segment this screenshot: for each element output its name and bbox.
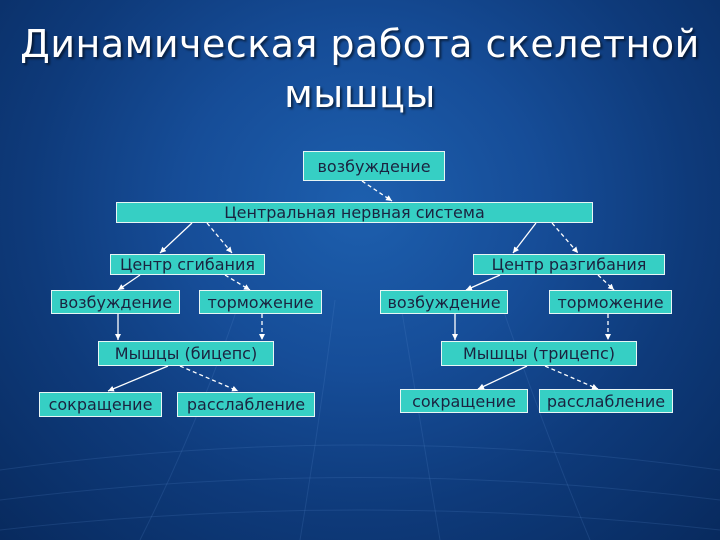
arrow-flexion-to-excitation: [117, 274, 141, 291]
arrow-triceps-to-contraction: [477, 365, 528, 390]
arrow-top-excitation-to-cns: [361, 180, 393, 202]
triceps-box: Мышцы (трицепс): [441, 341, 637, 366]
arrow-biceps-to-relaxation: [179, 365, 239, 392]
extension-center-box: Центр разгибания: [473, 254, 665, 275]
slide-title-line1: Динамическая работа скелетной: [20, 22, 700, 66]
ext-inhibition-box: торможение: [549, 290, 672, 314]
arrow-triceps-to-relaxation: [544, 365, 599, 390]
arrow-cns-to-flexion-center: [159, 222, 193, 254]
top-excitation-box: возбуждение: [303, 151, 445, 181]
triceps-relaxation-box: расслабление: [539, 389, 673, 413]
arrow-extension-to-excitation: [465, 274, 501, 291]
biceps-box: Мышцы (бицепс): [98, 341, 274, 366]
flex-excitation-box: возбуждение: [51, 290, 180, 314]
ext-excitation-box: возбуждение: [380, 290, 508, 314]
arrow-cns-to-flexion-center-dashed: [206, 222, 233, 254]
slide-title-line2: мышцы: [284, 72, 436, 116]
triceps-contraction-box: сокращение: [400, 389, 528, 413]
biceps-relaxation-box: расслабление: [177, 392, 315, 417]
arrow-cns-to-extension-center: [512, 222, 537, 254]
arrow-cns-to-extension-center-dashed: [551, 222, 579, 254]
flexion-center-box: Центр сгибания: [110, 254, 265, 275]
arrow-flexion-to-inhibition: [224, 274, 251, 291]
arrow-biceps-to-contraction: [107, 365, 169, 392]
arrow-extension-to-inhibition: [597, 274, 615, 291]
cns-box: Центральная нервная система: [116, 202, 593, 223]
flex-inhibition-box: торможение: [199, 290, 322, 314]
biceps-contraction-box: сокращение: [39, 392, 162, 417]
